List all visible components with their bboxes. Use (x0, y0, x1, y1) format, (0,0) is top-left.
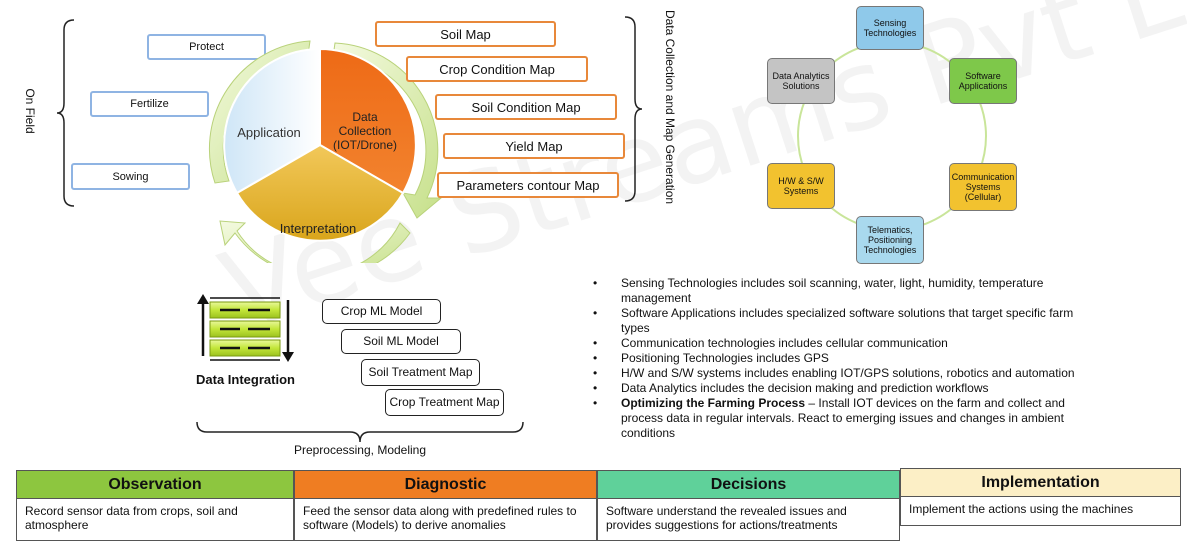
crop-treatment-map-box: Crop Treatment Map (385, 389, 504, 416)
phase-title: Decisions (598, 471, 899, 499)
tech-bullet-list: Sensing Technologies includes soil scann… (593, 276, 1093, 441)
bullet-item: Communication technologies includes cell… (593, 336, 1093, 351)
soil-condition-map-box: Soil Condition Map (435, 94, 617, 120)
hw-sw-systems-node: H/W & S/W Systems (767, 163, 835, 209)
bullet-item: Software Applications includes specializ… (593, 306, 1093, 336)
sensing-technologies-node: Sensing Technologies (856, 6, 924, 50)
crop-ml-model-box: Crop ML Model (322, 299, 441, 324)
communication-systems-node: Communication Systems (Cellular) (949, 163, 1017, 211)
application-label: Application (237, 125, 301, 140)
phase-title: Observation (17, 471, 293, 499)
bullet-bold: Optimizing the Farming Process (621, 396, 806, 410)
phase-decisions: Decisions Software understand the reveal… (597, 470, 900, 541)
bullet-item: Optimizing the Farming Process – Install… (593, 396, 1093, 441)
soil-treatment-map-box: Soil Treatment Map (361, 359, 480, 386)
bullet-item: Data Analytics includes the decision mak… (593, 381, 1093, 396)
crop-condition-map-box: Crop Condition Map (406, 56, 588, 82)
bullet-item: Positioning Technologies includes GPS (593, 351, 1093, 366)
interpretation-label: Interpretation (279, 221, 357, 236)
data-integration-icon (197, 294, 294, 362)
sowing-box: Sowing (71, 163, 190, 190)
fertilize-box: Fertilize (90, 91, 209, 117)
software-applications-node: Software Applications (949, 58, 1017, 104)
positioning-technologies-node: Telematics, Positioning Technologies (856, 216, 924, 264)
phase-diagnostic: Diagnostic Feed the sensor data along wi… (294, 470, 597, 541)
data-collection-map-generation-label: Data Collection and Map Generation (663, 9, 677, 205)
bullet-text: – Install IOT devices on the farm and co… (621, 396, 1065, 440)
phase-implementation: Implementation Implement the actions usi… (900, 468, 1181, 526)
phase-title: Implementation (901, 469, 1180, 497)
bullet-item: Sensing Technologies includes soil scann… (593, 276, 1093, 306)
data-collection-label: Data Collection (IOT/Drone) (332, 110, 397, 152)
parameters-contour-map-box: Parameters contour Map (437, 172, 619, 198)
phase-observation: Observation Record sensor data from crop… (16, 470, 294, 541)
preprocessing-modeling-label: Preprocessing, Modeling (293, 443, 427, 457)
soil-map-box: Soil Map (375, 21, 556, 47)
data-collection-bracket (624, 16, 643, 202)
phase-body: Implement the actions using the machines (909, 502, 1134, 516)
data-analytics-node: Data Analytics Solutions (767, 58, 835, 104)
yield-map-box: Yield Map (443, 133, 625, 159)
data-integration-label: Data Integration (196, 372, 295, 387)
interpretation-segment (235, 143, 405, 242)
modeling-bracket (196, 421, 524, 443)
phase-title: Diagnostic (295, 471, 596, 499)
cycle-diagram (208, 40, 443, 263)
data-collection-segment (319, 47, 417, 195)
soil-ml-model-box: Soil ML Model (341, 329, 461, 354)
phase-body: Feed the sensor data along with predefin… (303, 504, 577, 532)
protect-box: Protect (147, 34, 266, 60)
on-field-label: On Field (23, 88, 37, 134)
bullet-item: H/W and S/W systems includes enabling IO… (593, 366, 1093, 381)
on-field-bracket (56, 19, 75, 207)
phase-body: Record sensor data from crops, soil and … (25, 504, 238, 532)
application-segment (223, 47, 321, 195)
phase-body: Software understand the revealed issues … (606, 504, 847, 532)
